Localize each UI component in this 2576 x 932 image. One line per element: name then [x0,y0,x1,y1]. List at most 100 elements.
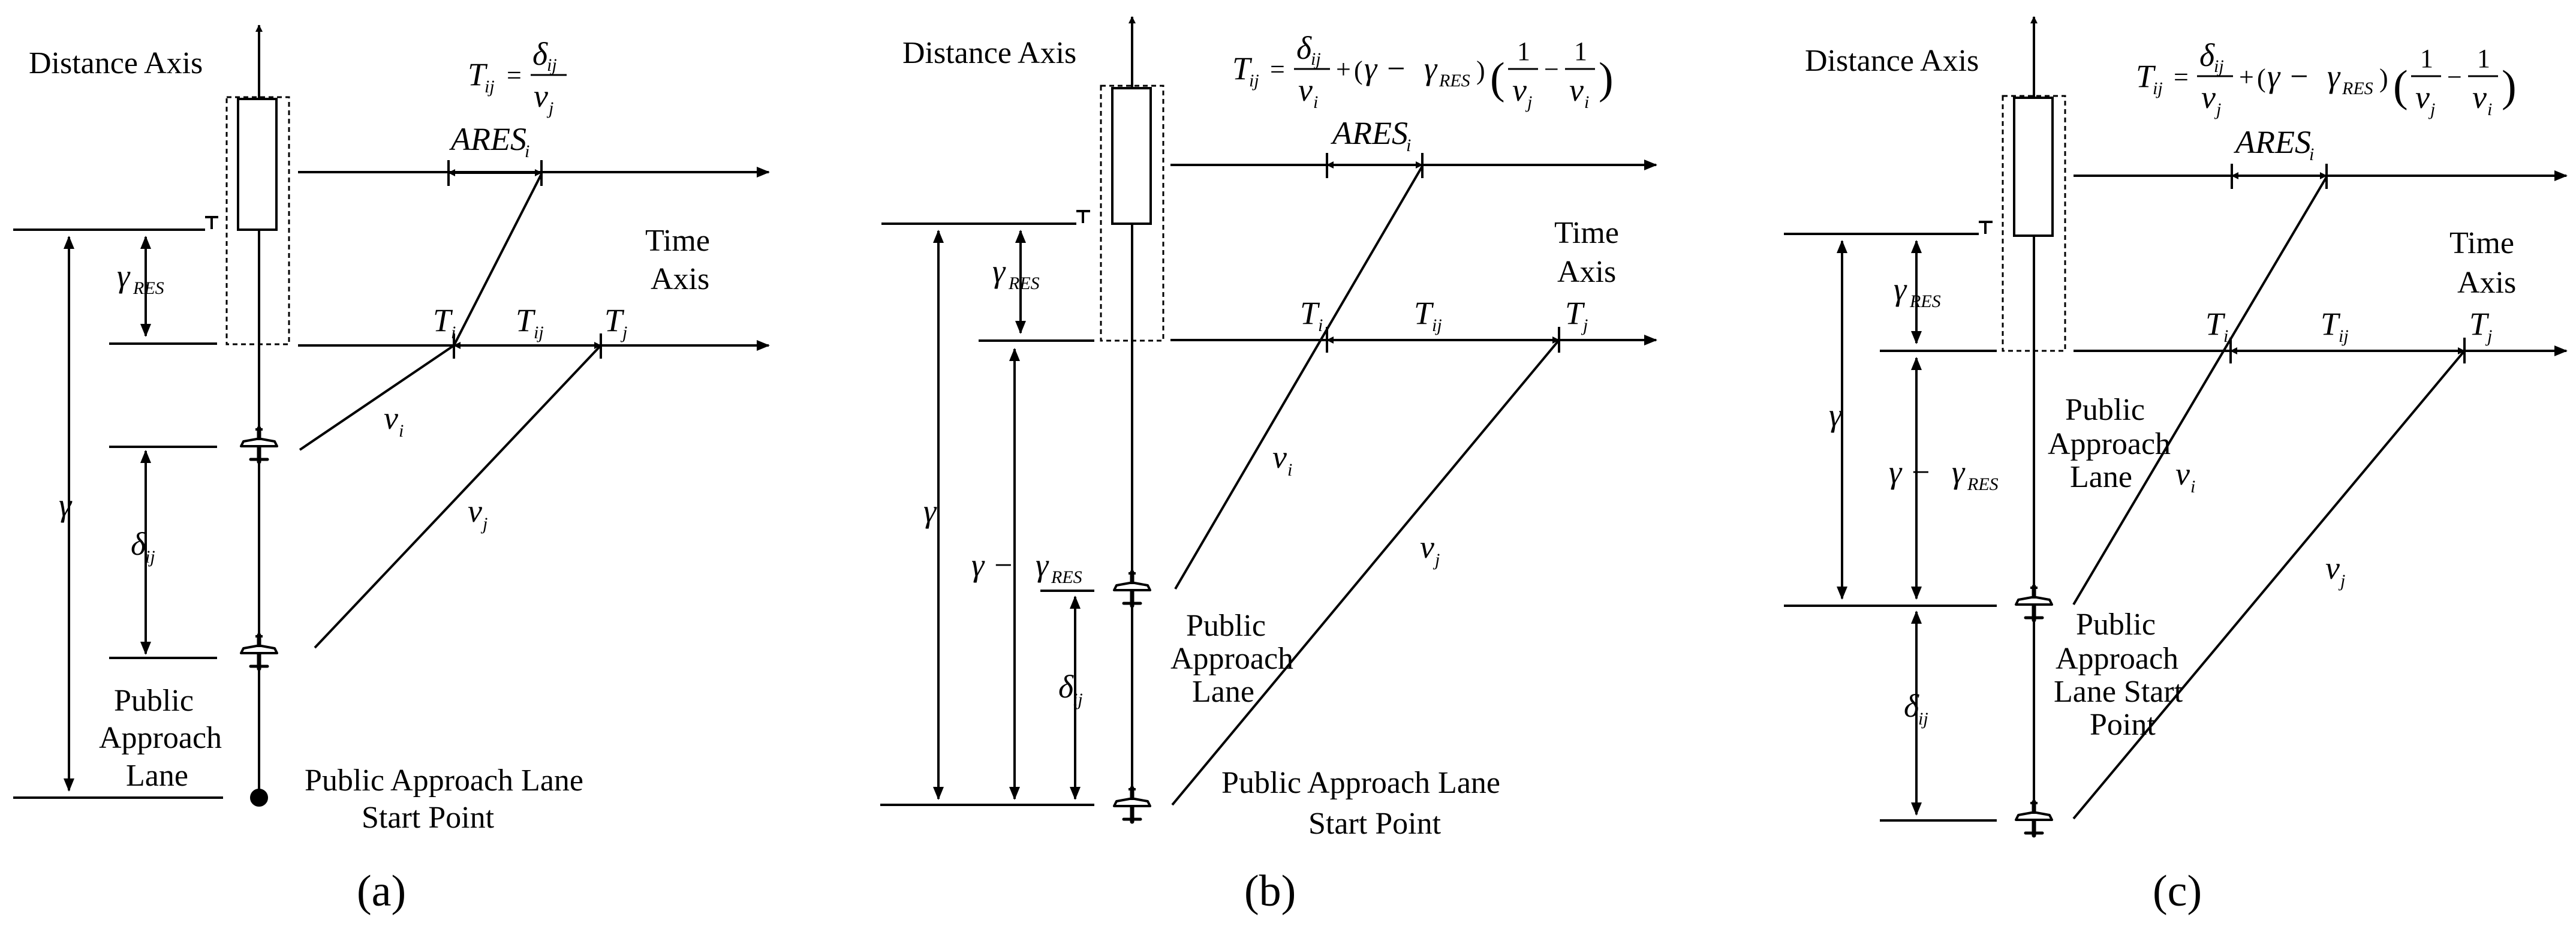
symbol-text: i [2487,100,2492,119]
start-point-label: Public Approach Lane [305,763,583,798]
symbol-text: T [1232,50,1253,86]
symbol-text: 1 [1574,37,1587,66]
panel-b [880,16,1657,822]
symbol-text: i [525,142,529,161]
time-axis-label: Time [1554,216,1619,250]
lane-label: Approach [99,721,222,755]
symbol-text: ij [484,77,495,97]
symbol-text: T [1300,295,1320,331]
symbol-text: ij [1918,709,1928,729]
symbol-text: v [1298,72,1313,108]
symbol-text: j [2338,571,2345,591]
time-axis-label: Time [2449,226,2514,260]
runway-block-a [237,98,278,231]
symbol-text: ) [2379,64,2388,93]
panel-a [13,25,770,807]
symbol-text: RES [1909,291,1941,311]
lane-label: Public [1186,609,1266,643]
symbol-text: j [480,514,487,534]
symbol-text: = [1270,55,1285,84]
lane-label: Lane [2070,460,2132,494]
start-point-label: Start Point [362,801,495,835]
symbol-text: δ [532,36,548,72]
aircraft-icon [1114,572,1150,606]
symbol-text: i [1287,460,1292,480]
symbol-text: γ [1952,454,1966,490]
trajectory-vj-a [314,344,602,649]
symbol-text: v [2415,79,2430,115]
symbol-text: T [516,302,536,338]
symbol-text: γ [1036,547,1049,583]
symbol-text: j [1525,92,1532,112]
symbol-text: γ [117,258,131,294]
symbol-text: δ [1296,30,1312,66]
symbol-text: T [1414,295,1434,331]
symbol-text: ) [2502,62,2517,111]
symbol-text: T [1565,295,1585,331]
symbol-text: γ − [1889,454,1931,490]
start-point-label: Start Point [1308,807,1442,841]
lane-label: Lane [1192,675,1254,709]
symbol-text: v [2201,79,2216,115]
symbol-text: γ [1894,271,1907,307]
symbol-text: T [433,302,453,338]
symbol-text: RES [1967,474,1999,494]
symbol-text: i [1318,315,1323,335]
symbol-text: j [1581,315,1588,335]
symbol-text: γ − [971,547,1014,583]
symbol-text: 1 [1517,37,1530,66]
symbol-text: i [2223,326,2228,346]
panel-c [1784,16,2568,835]
symbol-text: − [2447,62,2462,92]
time-axis-label: Time [645,224,710,258]
symbol-text: 1 [2477,44,2490,73]
symbol-text: i [1313,92,1318,112]
trajectory-vj-c [2072,350,2466,820]
aircraft-icon [2016,587,2052,620]
panel-caption: (a) [357,867,406,916]
symbol-text: v [2175,456,2190,492]
symbol-text: ij [1249,71,1259,91]
symbol-text: T [2321,306,2341,342]
symbol-text: i [2190,477,2195,497]
symbol-text: ij [2339,326,2349,346]
symbol-text: ij [1073,690,1083,709]
symbol-text: + [2239,62,2254,92]
lane-label: Public [2065,393,2145,427]
distance-axis-label: Distance Axis [902,36,1076,70]
symbol-text: ij [547,55,557,75]
panel-b-text: Distance Axis Time Axis Public Approach … [902,30,1619,916]
symbol-text: j [620,323,627,342]
symbol-text: + [1336,55,1351,84]
symbol-text: ( [1490,54,1505,103]
symbol-text: δ [2199,37,2215,73]
symbol-text: ARES [1331,115,1408,151]
start-point-label: Public Approach Lane [1221,766,1500,800]
runway-block-b [1111,87,1152,225]
symbol-text: RES [2342,79,2373,98]
symbol-text: γ [59,487,73,523]
aircraft-icon [1114,788,1150,822]
symbol-text: RES [1439,71,1470,91]
symbol-text: j [2428,100,2435,119]
symbol-text: v [2472,79,2487,115]
start-point-dot-a [250,789,268,807]
time-axis-label: Axis [1557,255,1616,289]
symbol-text: = [507,61,522,90]
symbol-text: j [2214,100,2221,119]
symbol-text: = [2174,62,2189,92]
panel-caption: (c) [2153,867,2202,916]
symbol-text: γ [1424,50,1438,86]
symbol-text: ij [145,547,155,567]
symbol-text: j [2485,326,2492,346]
symbol-text: δ [1058,669,1074,705]
symbol-text: ARES [449,121,526,157]
lane-label: Approach [1170,642,1293,676]
time-axis-label: Axis [651,262,709,296]
symbol-text: ( [1354,56,1363,85]
reserved-zone-a [225,96,290,345]
symbol-text: j [546,98,553,118]
